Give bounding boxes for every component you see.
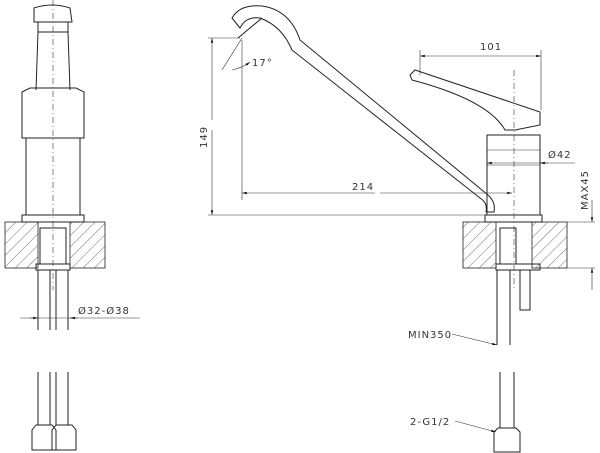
body-side (486, 134, 541, 216)
body-front (25, 137, 81, 216)
hose-nut-side (493, 427, 521, 453)
hose-bottom-side (499, 372, 515, 428)
hoses-bottom (37, 372, 69, 425)
counter-right (69, 221, 106, 269)
handle-reach-label: 101 (480, 42, 502, 53)
hose-length-label: MIN350 (408, 330, 452, 341)
front-view: Ø32-Ø38 (4, 0, 140, 451)
spout-angle-label: 17° (252, 58, 273, 69)
handle-front (21, 87, 85, 139)
side-view: 149 214 17° 101 Ø42 MAX45 MIN350 2-G1/2 (199, 5, 595, 453)
hoses-top (37, 270, 69, 330)
spout-side (231, 5, 495, 213)
hose-nuts (31, 424, 77, 451)
counter-left-side (462, 221, 497, 269)
spout-reach-label: 214 (352, 182, 374, 193)
spout-tip-front (33, 4, 73, 23)
hose-top-side (496, 270, 511, 345)
max-thickness-label: MAX45 (580, 170, 591, 210)
counter-right-side (531, 221, 568, 269)
handle-side (409, 69, 541, 131)
body-diameter-label: Ø42 (548, 149, 572, 161)
counter-left (4, 221, 39, 269)
hole-diameter-label: Ø32-Ø38 (78, 305, 130, 317)
spout-height-label: 149 (199, 126, 210, 148)
connection-label: 2-G1/2 (410, 417, 450, 428)
